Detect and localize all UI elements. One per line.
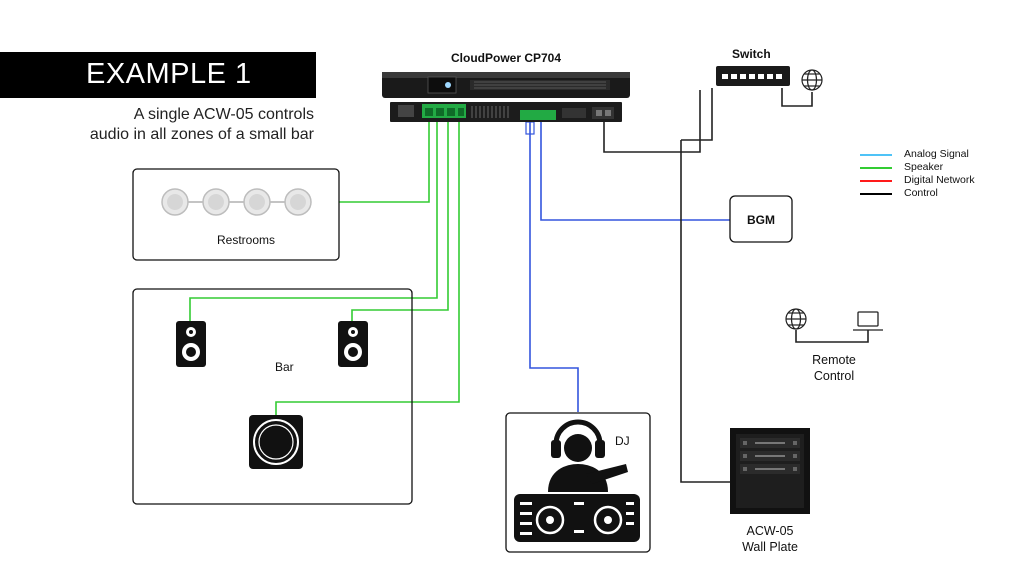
dj-label: DJ <box>615 434 630 448</box>
speaker-wire-restrooms <box>310 116 430 203</box>
remote-label-line-1: Remote <box>812 353 856 367</box>
legend-swatch <box>860 180 892 182</box>
speaker-icon-left <box>176 321 206 367</box>
legend-label: Analog Signal <box>904 148 969 160</box>
globe-icon <box>785 308 807 330</box>
amplifier-unit <box>382 72 630 122</box>
control-wire-remote <box>795 330 869 343</box>
wallplate-label-line-2: Wall Plate <box>742 540 798 554</box>
laptop-icon <box>853 311 883 331</box>
bgm-label: BGM <box>747 213 775 227</box>
control-wire-amp-switch <box>603 90 701 153</box>
wallplate-label-line-1: ACW-05 <box>746 524 794 538</box>
ceiling-speakers <box>161 188 312 216</box>
dj-icon <box>514 419 640 542</box>
analog-wire-bgm <box>540 122 730 221</box>
remote-label-line-2: Control <box>813 369 855 383</box>
legend-label: Speaker <box>904 161 944 173</box>
page-title: EXAMPLE 1 <box>86 58 252 90</box>
switch-label: Switch <box>732 47 771 61</box>
speaker-wire-sub <box>275 116 460 416</box>
legend-swatch <box>860 167 892 169</box>
legend-swatch <box>860 193 892 195</box>
subtitle-line-2: audio in all zones of a small bar <box>89 126 314 143</box>
subtitle-line-1: A single ACW-05 controls <box>133 106 314 123</box>
restrooms-zone-box <box>132 168 340 261</box>
speaker-wire-bar-left <box>189 116 438 322</box>
legend-label: Digital Network <box>904 174 975 186</box>
amplifier-label: CloudPower CP704 <box>451 51 562 65</box>
analog-wire-dj <box>529 122 579 412</box>
bar-zone-box <box>132 288 413 505</box>
globe-icon <box>801 69 823 91</box>
restrooms-label: Restrooms <box>217 233 276 247</box>
legend-swatch <box>860 154 892 156</box>
subwoofer-icon <box>249 415 303 469</box>
bar-label: Bar <box>275 360 294 374</box>
control-wire-switch-wallplate <box>680 88 730 483</box>
control-wire-switch-internet <box>781 88 813 107</box>
wall-plate-device <box>730 428 810 514</box>
bgm-box <box>729 195 793 243</box>
speaker-icon-right <box>338 321 368 367</box>
network-switch <box>716 66 790 86</box>
legend-label: Control <box>904 187 938 199</box>
title-banner <box>0 52 316 98</box>
speaker-wire-bar-right <box>351 116 449 322</box>
